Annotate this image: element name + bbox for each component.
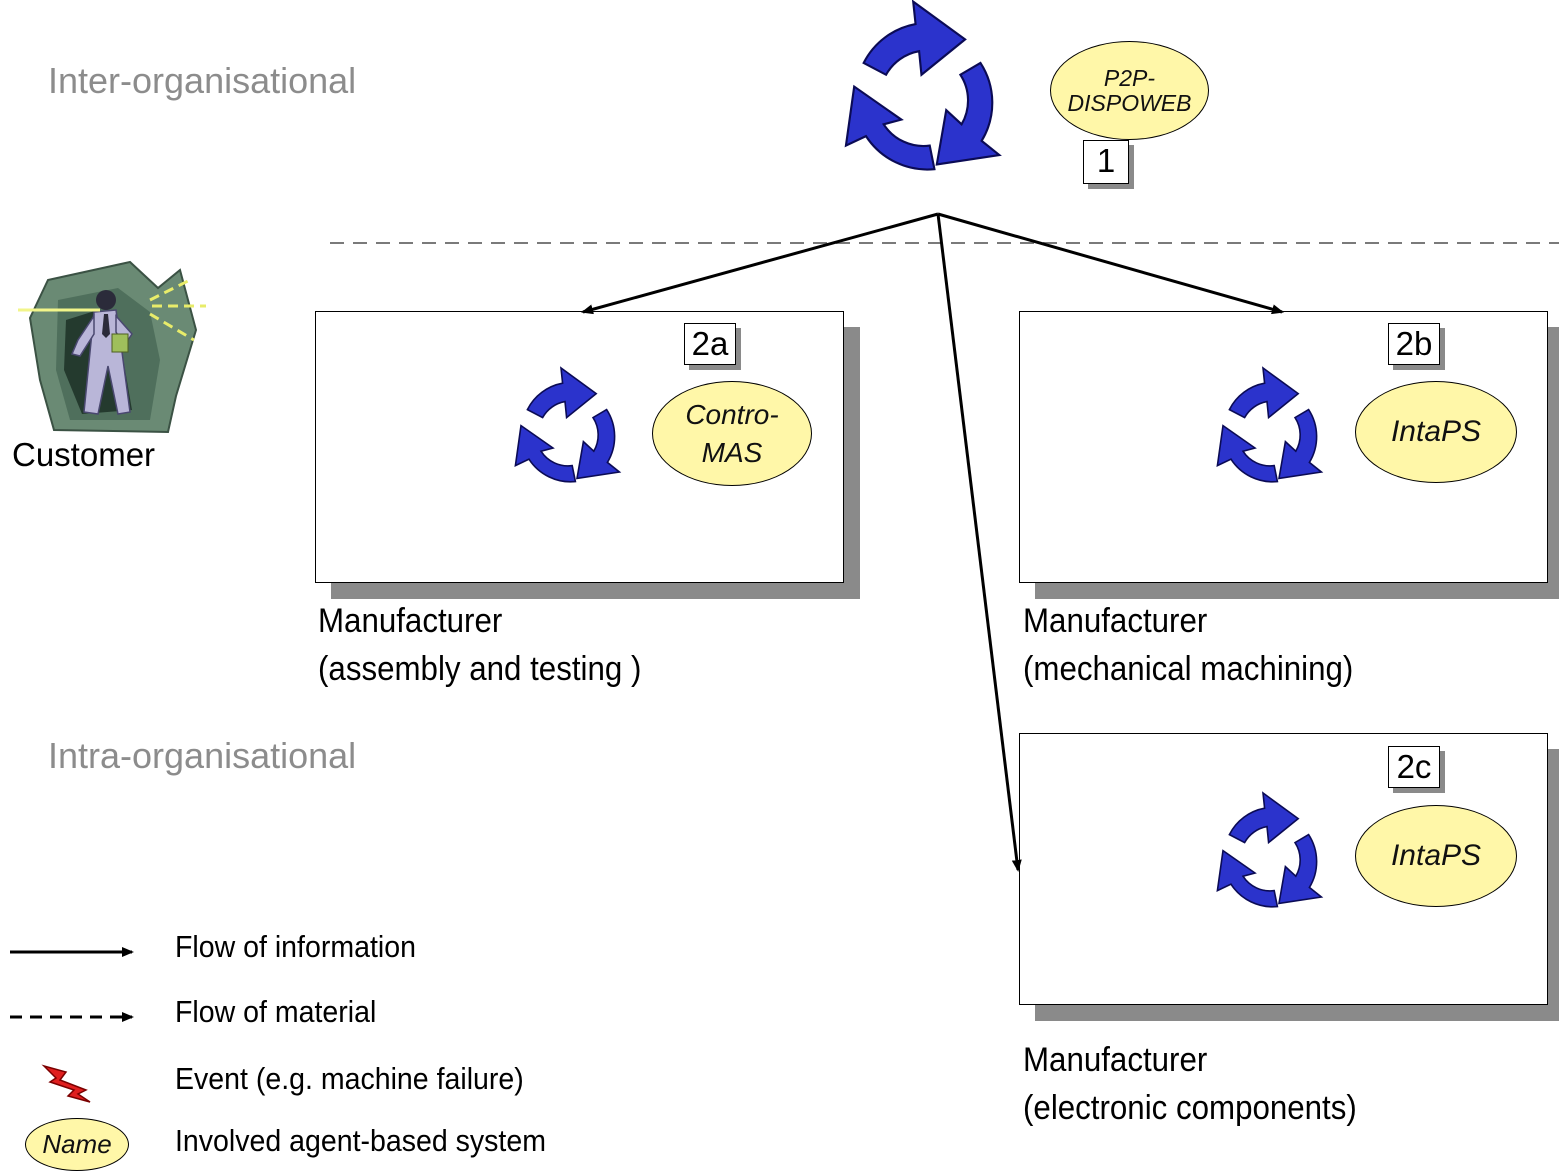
inter-organisational-label: Inter-organisational [48,60,357,101]
manufacturer-label-machining: Manufacturer (mechanical machining) [1023,597,1353,693]
cycle-arrows-icon [1216,366,1324,483]
tag-2b: 2b [1388,323,1440,365]
system-name: IntaPS [1390,839,1482,872]
legend-material-label: Flow of material [175,994,377,1029]
system-name: IntaPS [1390,415,1482,448]
info-flow-arrow-2c [936,213,1022,872]
customer-figure-icon [18,260,206,434]
tag-2c: 2c [1388,746,1440,788]
manufacturer-desc: (assembly and testing ) [318,650,642,688]
system-name-line2: DISPOWEB [1067,89,1192,116]
system-ellipse-p2p-dispoweb: P2P- DISPOWEB [1050,41,1209,140]
intra-organisational-label: Intra-organisational [48,735,357,776]
system-ellipse-contromas: Contro- MAS [652,381,812,486]
system-name-line1: Contro- [685,398,779,430]
cycle-arrows-icon [844,0,1002,171]
lightning-bolt-icon [41,1064,91,1103]
tag-1: 1 [1083,140,1129,184]
system-name-line2: MAS [701,436,763,468]
manufacturer-name: Manufacturer [1023,602,1208,640]
system-ellipse-intaps-c: IntaPS [1355,805,1517,907]
customer-label: Customer [12,436,156,473]
system-ellipse-intaps-b: IntaPS [1355,381,1517,483]
cycle-arrows-icon [1216,791,1324,908]
manufacturer-name: Manufacturer [1023,1041,1208,1079]
manufacturer-label-assembly: Manufacturer (assembly and testing ) [318,597,641,693]
legend-system-label: Involved agent-based system [175,1123,546,1158]
info-flow-arrow-2a [581,212,939,315]
info-flow-arrow-2b [937,212,1284,315]
legend-info-label: Flow of information [175,929,416,964]
manufacturer-label-electronic: Manufacturer (electronic components) [1023,1036,1357,1132]
legend-system-ellipse: Name [25,1118,129,1171]
manufacturer-desc: (mechanical machining) [1023,650,1354,688]
manufacturer-desc: (electronic components) [1023,1089,1357,1127]
system-name-line1: P2P- [1103,64,1156,91]
legend-system-sample: Name [42,1129,112,1159]
manufacturer-name: Manufacturer [318,602,503,640]
cycle-arrows-icon [514,366,622,483]
legend-event-label: Event (e.g. machine failure) [175,1061,524,1096]
tag-2a: 2a [684,323,736,365]
